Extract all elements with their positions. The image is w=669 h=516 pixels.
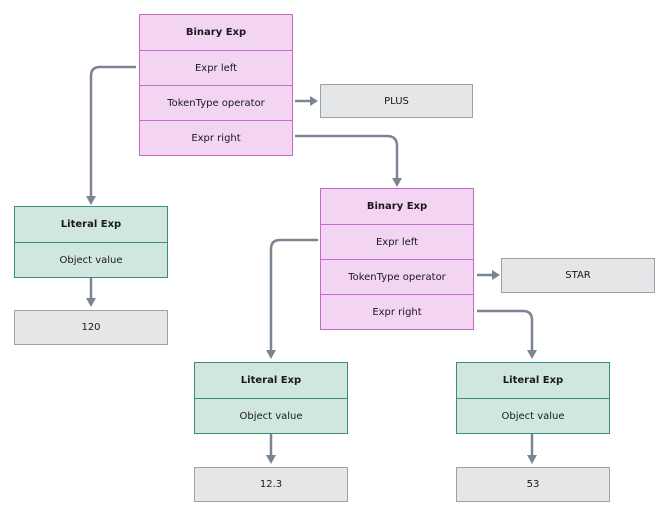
arrow-root-operator — [310, 96, 318, 106]
inner-right-literal-node: Literal Exp Object value — [456, 362, 610, 434]
arrow-inner-right-value — [527, 455, 537, 464]
edge-inner-right — [477, 309, 534, 350]
root-binary-field-right: Expr right — [140, 120, 292, 155]
arrow-inner-left — [266, 350, 276, 359]
left-literal-node: Literal Exp Object value — [14, 206, 168, 278]
root-operator-value: PLUS — [320, 84, 473, 118]
left-literal-title: Literal Exp — [60, 219, 122, 230]
root-binary-field-left: Expr left — [140, 50, 292, 85]
left-literal-value: 120 — [14, 310, 168, 345]
inner-left-literal-title: Literal Exp — [240, 375, 302, 386]
edge-inner-left — [269, 238, 318, 350]
arrow-inner-left-value — [266, 455, 276, 464]
inner-right-literal-field: Object value — [457, 398, 609, 433]
arrow-inner-operator — [492, 270, 500, 280]
inner-left-literal-value: 12.3 — [194, 467, 348, 502]
inner-operator-value: STAR — [501, 258, 655, 293]
edge-root-left — [89, 65, 136, 196]
arrow-inner-right — [527, 350, 537, 359]
inner-binary-title: Binary Exp — [366, 201, 428, 212]
left-literal-field: Object value — [15, 242, 167, 277]
inner-left-literal-field: Object value — [195, 398, 347, 433]
arrow-root-right — [392, 178, 402, 187]
inner-right-literal-value: 53 — [456, 467, 610, 502]
root-binary-field-operator: TokenType operator — [140, 85, 292, 120]
inner-binary-node: Binary Exp Expr left TokenType operator … — [320, 188, 474, 330]
edge-root-right — [295, 134, 399, 178]
arrow-root-left — [86, 196, 96, 205]
inner-binary-field-operator: TokenType operator — [321, 259, 473, 294]
arrow-left-value — [86, 298, 96, 307]
inner-binary-field-left: Expr left — [321, 224, 473, 259]
inner-left-literal-node: Literal Exp Object value — [194, 362, 348, 434]
root-binary-title: Binary Exp — [185, 27, 247, 38]
root-binary-node: Binary Exp Expr left TokenType operator … — [139, 14, 293, 156]
inner-binary-field-right: Expr right — [321, 294, 473, 329]
inner-right-literal-title: Literal Exp — [502, 375, 564, 386]
